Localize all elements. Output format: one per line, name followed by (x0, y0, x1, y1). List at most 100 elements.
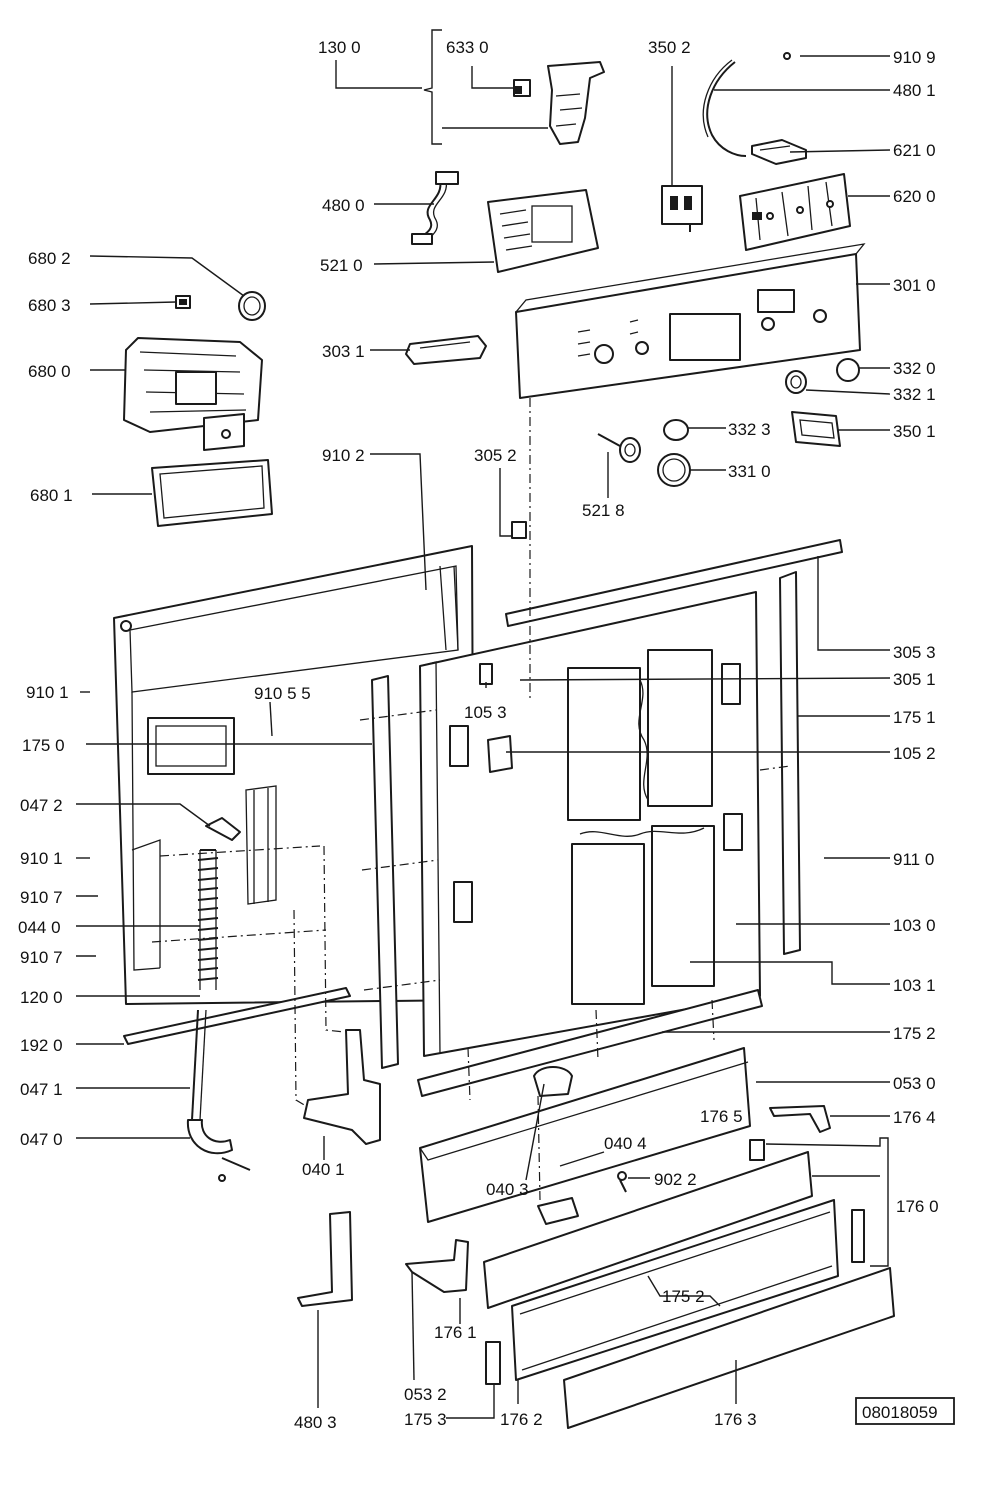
part-3310-knob (657, 453, 691, 487)
label-6801: 680 1 (30, 486, 73, 505)
label-1920: 192 0 (20, 1036, 63, 1055)
part-1920-rail (123, 987, 351, 1045)
label-3320: 332 0 (893, 359, 936, 378)
part-1752-strip (417, 989, 763, 1097)
part-4800-harness (411, 171, 459, 245)
label-0472: 047 2 (20, 796, 63, 815)
label-4800: 480 0 (322, 196, 365, 215)
label-5210: 521 0 (320, 256, 363, 275)
label-1751a: 175 1 (893, 708, 936, 727)
part-3010-panel (515, 243, 866, 399)
part-labels: 130 0 633 0 350 2 910 9 480 1 621 0 620 … (18, 38, 939, 1432)
part-0401-bracket (303, 1029, 381, 1145)
label-1200: 120 0 (20, 988, 63, 1007)
label-3310: 331 0 (728, 462, 771, 481)
label-3323: 332 3 (728, 420, 771, 439)
label-1030: 103 0 (893, 916, 936, 935)
part-3502-connector (661, 185, 703, 232)
leader-lines (76, 29, 891, 1419)
label-1765: 176 5 (700, 1107, 743, 1126)
part-3031-bracket (405, 335, 487, 365)
label-3321: 332 1 (893, 385, 936, 404)
label-1764: 176 4 (893, 1108, 936, 1127)
part-3052-clip (511, 521, 527, 539)
label-6802: 680 2 (28, 249, 71, 268)
label-6800: 680 0 (28, 362, 71, 381)
label-6330: 633 0 (446, 38, 489, 57)
label-1752a: 175 2 (893, 1024, 936, 1043)
label-1761: 176 1 (434, 1323, 477, 1342)
label-0532: 053 2 (404, 1385, 447, 1404)
label-3010: 301 0 (893, 276, 936, 295)
label-1300: 130 0 (318, 38, 361, 57)
part-9022-screw (617, 1171, 627, 1193)
label-1762: 176 2 (500, 1410, 543, 1429)
part-1765-plate (749, 1139, 765, 1161)
part-6800-dispenser (123, 337, 263, 451)
label-3501: 350 1 (893, 422, 936, 441)
part-6801-gasket (151, 459, 273, 527)
part-0470-hinge (186, 1119, 251, 1182)
label-5218: 521 8 (582, 501, 625, 520)
label-1760: 176 0 (896, 1197, 939, 1216)
part-3321-knob (785, 370, 807, 394)
label-0530: 053 0 (893, 1074, 936, 1093)
label-6210: 621 0 (893, 141, 936, 160)
label-6803: 680 3 (28, 296, 71, 315)
label-3053: 305 3 (893, 643, 936, 662)
alignment-lines (151, 398, 791, 1201)
part-6802-ring (238, 291, 266, 321)
label-9107a: 910 7 (20, 888, 63, 907)
part-3053-strip (505, 539, 843, 627)
label-1052: 105 2 (893, 744, 936, 763)
label-4803: 480 3 (294, 1413, 337, 1432)
label-6200: 620 0 (893, 187, 936, 206)
label-9022: 902 2 (654, 1170, 697, 1189)
part-1750-strip (371, 675, 399, 1069)
part-6330-latch (513, 61, 605, 145)
label-9109: 910 9 (893, 48, 936, 67)
label-9101b: 910 1 (20, 849, 63, 868)
label-1752b: 175 2 (662, 1287, 705, 1306)
label-1763: 176 3 (714, 1410, 757, 1429)
part-3320-knob (836, 358, 860, 382)
label-1753: 175 3 (404, 1410, 447, 1429)
part-1760-kickplate (483, 1151, 895, 1429)
part-4803-leg (297, 1211, 353, 1307)
part-0471-rod (191, 1009, 207, 1121)
part-1751-strip (779, 571, 801, 955)
part-1753-strip (485, 1341, 501, 1385)
part-9109-screw (783, 52, 791, 60)
part-5218-spring (597, 433, 641, 463)
label-1750: 175 0 (22, 736, 65, 755)
label-3502: 350 2 (648, 38, 691, 57)
label-9107b: 910 7 (20, 948, 63, 967)
part-0472-clip (205, 817, 241, 841)
document-number-box: 08018059 (855, 1397, 955, 1425)
document-number: 08018059 (862, 1403, 938, 1422)
part-6210-block (751, 139, 807, 165)
label-91055: 910 5 5 (254, 684, 311, 703)
part-1764-bracket (769, 1105, 831, 1133)
label-0403: 040 3 (486, 1180, 529, 1199)
label-9102: 910 2 (322, 446, 365, 465)
part-drawings (113, 52, 895, 1429)
part-6803-clip (175, 295, 191, 309)
label-1031: 103 1 (893, 976, 936, 995)
label-0404: 040 4 (604, 1134, 647, 1153)
label-9101a: 910 1 (26, 683, 69, 702)
part-0440-spring (197, 849, 219, 990)
label-0401: 040 1 (302, 1160, 345, 1179)
part-3323-knob (663, 419, 689, 441)
part-3501-frame (791, 411, 841, 447)
label-0470: 047 0 (20, 1130, 63, 1149)
part-4801-wire (702, 59, 747, 157)
label-3031: 303 1 (322, 342, 365, 361)
part-0532-bracket (405, 1239, 469, 1293)
label-9110: 911 0 (893, 850, 934, 869)
label-0471: 047 1 (20, 1080, 63, 1099)
label-3052: 305 2 (474, 446, 517, 465)
label-0440: 044 0 (18, 918, 61, 937)
label-3051: 305 1 (893, 670, 936, 689)
